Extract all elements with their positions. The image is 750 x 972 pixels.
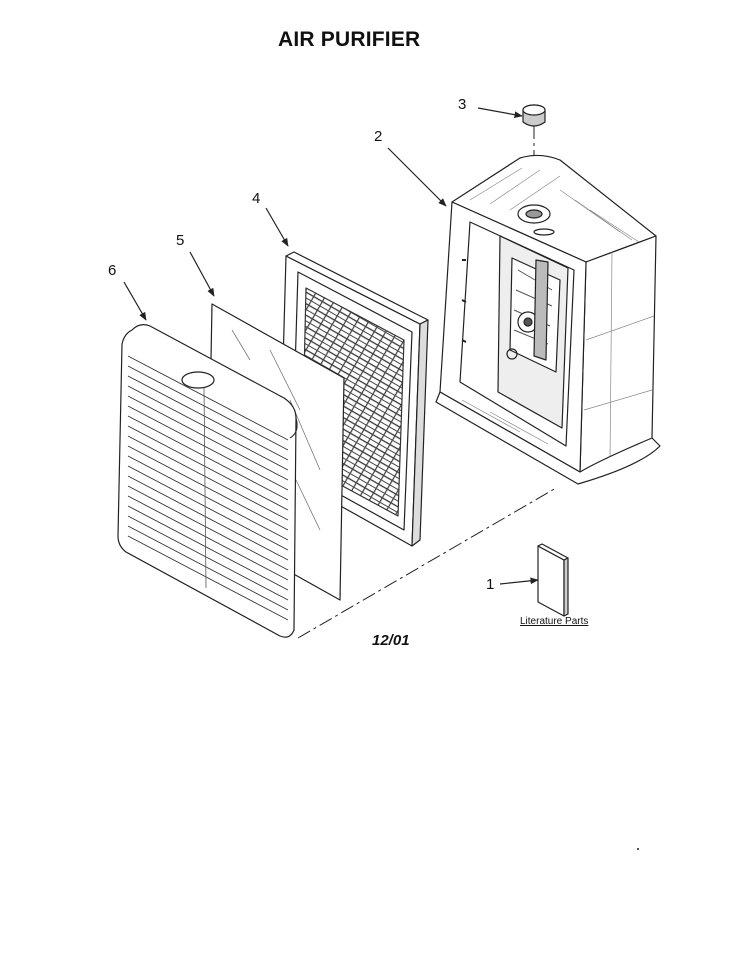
leader-6: [123, 281, 147, 321]
leader-3: [477, 107, 523, 118]
fan-motor: [509, 257, 561, 373]
leader-5: [189, 251, 215, 297]
date-code: 12/01: [372, 632, 410, 649]
callout-1: 1: [486, 576, 495, 593]
knob-part: [522, 104, 546, 127]
callout-3: 3: [458, 96, 467, 113]
speck: [637, 848, 639, 850]
literature-parts-label: Literature Parts: [520, 616, 589, 627]
callout-6: 6: [108, 262, 117, 279]
grille-part: [117, 324, 298, 638]
leader-4: [265, 207, 289, 247]
callout-5: 5: [176, 232, 185, 249]
leader-1: [499, 577, 539, 585]
leader-2: [387, 147, 447, 207]
literature-part: [537, 543, 569, 617]
housing-part: [435, 154, 661, 485]
callout-4: 4: [252, 190, 261, 207]
page-title: AIR PURIFIER: [278, 28, 421, 51]
callout-2: 2: [374, 128, 383, 145]
